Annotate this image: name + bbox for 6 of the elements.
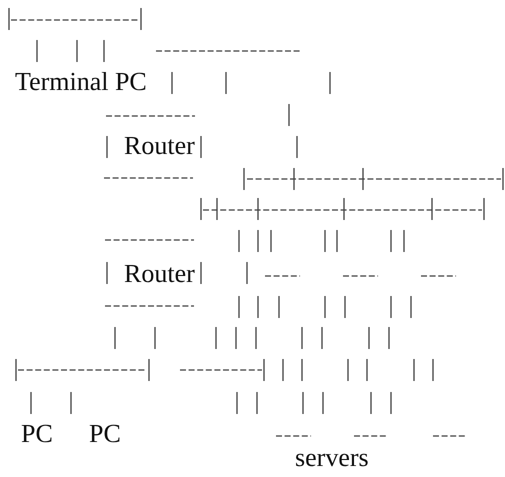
router-label: Router xyxy=(124,132,195,160)
device-label: PC xyxy=(89,420,121,448)
device-label: PC xyxy=(21,420,53,448)
router-label: Router xyxy=(124,260,195,288)
group-label: servers xyxy=(295,444,369,472)
device-label: Terminal PC xyxy=(15,68,147,96)
